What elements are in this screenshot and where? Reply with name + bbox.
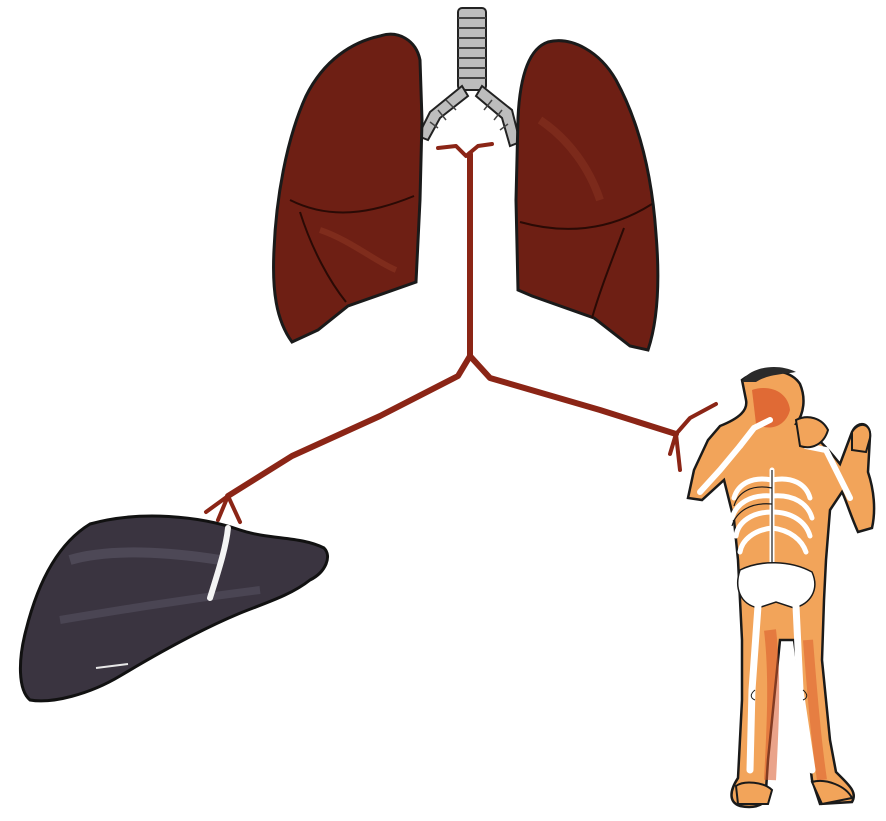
right-lung (516, 41, 658, 350)
trachea-icon (418, 8, 520, 146)
skeleton-figure-icon (688, 367, 874, 807)
left-lung (274, 34, 422, 342)
liver-icon (20, 516, 327, 701)
